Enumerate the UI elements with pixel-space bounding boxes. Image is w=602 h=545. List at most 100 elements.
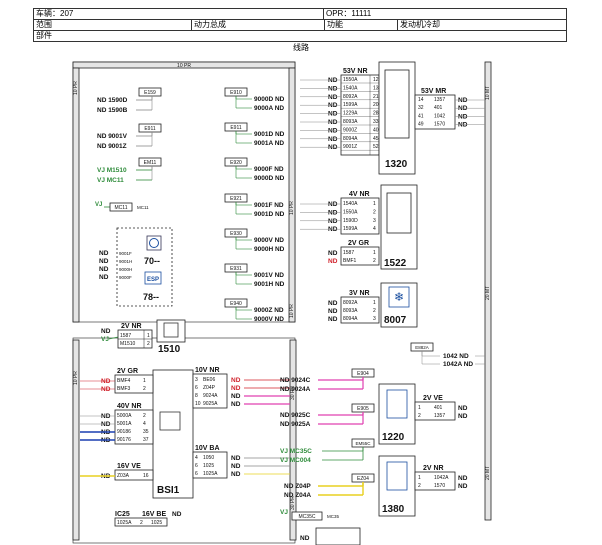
esp-wire-label: 9001F	[119, 251, 132, 256]
wire	[108, 336, 119, 340]
c1320-nd: ND	[328, 94, 338, 101]
c1522-nd: ND	[328, 201, 338, 208]
esp-nd-label: ND	[99, 258, 109, 265]
c1320-nd: ND	[328, 102, 338, 109]
splice-box-E911	[138, 123, 162, 133]
scope-label: 范围	[36, 20, 52, 29]
c1320-pin: 20	[373, 102, 379, 108]
mid-strip-2	[289, 339, 297, 541]
bsi-left-conn: 40V NR	[117, 403, 142, 410]
bsi-left-nd: ND	[101, 378, 111, 385]
c1320-pin: 12	[373, 77, 379, 83]
bsi-left-wire: Z03A	[117, 473, 130, 479]
mid-splice-id: E921	[230, 196, 242, 202]
c1320-right-nd: ND	[458, 105, 468, 112]
esp-dashed-box	[116, 227, 173, 307]
c1522-pin: 1	[373, 201, 376, 207]
bsi-left-pin: 37	[143, 437, 149, 443]
bsi-right-wire: 9024A	[203, 393, 218, 399]
pink-splice-wire: ND 9025A	[280, 421, 311, 428]
mc11-box	[109, 202, 133, 212]
c1320-nd: ND	[328, 85, 338, 92]
splice-id-EM11: EM11	[144, 160, 157, 166]
bsi-left-pin: 1	[143, 378, 146, 384]
bsi-right-wire: BE06	[203, 377, 215, 383]
mid-splice-wire: 9001F ND	[254, 202, 284, 209]
c1320-pin: 52	[373, 144, 379, 150]
bsi-left-conn: 16V VE	[117, 463, 141, 470]
bsi-right-nd: ND	[231, 471, 241, 478]
header-row-2: 范围 动力总成 功能 发动机冷却	[34, 19, 566, 30]
bsi-left-wire: BMF4	[117, 378, 131, 384]
bsi-bottom-nd: ND	[172, 511, 182, 518]
bsi-bottom-pin: 2	[140, 520, 143, 526]
c1320-nd: ND	[328, 144, 338, 151]
bsi-right-pin: 4	[195, 455, 198, 461]
c8007-wire: 8092A	[343, 300, 358, 306]
bsi-right-wire: Z04P	[203, 385, 216, 391]
mid-splice-wire: 9000F ND	[254, 166, 284, 173]
bsi-right-wire: 1025	[203, 463, 214, 469]
c1320-right-conn: 53V MR	[421, 88, 446, 95]
c1220-wire: 401	[434, 405, 443, 411]
c1220-nd: ND	[458, 405, 468, 412]
c1380-pin: 2	[418, 483, 421, 489]
bsi-right-nd: ND	[231, 377, 241, 384]
mc11-box-label: MC11	[115, 205, 128, 211]
bsi-right-pin: 8	[195, 393, 198, 399]
bsi-bottom-wire: 1025A	[117, 520, 132, 526]
mid-splice-wire: 9000A ND	[254, 105, 284, 112]
c1320-right-wire: 401	[434, 105, 443, 111]
c1522-conn: 4V NR	[349, 191, 370, 198]
c1510-vj: VJ	[101, 336, 109, 343]
bsi-right-pin: 6	[195, 471, 198, 477]
esp-wire-label: 9000H	[119, 267, 132, 272]
splice-box-E159	[138, 87, 162, 97]
splice-id-E159: E159	[144, 90, 156, 96]
bsi-left-nd: ND	[101, 413, 111, 420]
esp-code-2: 78--	[143, 292, 159, 302]
esp-icon-box	[144, 271, 162, 285]
pink-splice-wire: ND 9024C	[280, 377, 311, 384]
c8007-conn: 3V NR	[349, 290, 370, 297]
c1522-conn2: 2V GR	[348, 240, 369, 247]
c1220-wire: 1357	[434, 413, 445, 419]
bsi-bottom-c2: 16V BE	[142, 511, 166, 518]
strip-label-left2: 10 PR	[73, 371, 79, 385]
c1320-right-pin: 49	[418, 122, 424, 128]
c8007-nd: ND	[328, 316, 338, 323]
left-strip-2	[72, 339, 80, 541]
c1320-wire: 1540A	[343, 85, 358, 91]
c1220-code: 1220	[382, 432, 405, 443]
esp-wire-label: 9000F	[119, 275, 132, 280]
c1380-code: 1380	[382, 504, 405, 515]
c1510-nd: ND	[101, 328, 111, 335]
pink-splice-wire: ND 9025C	[280, 412, 311, 419]
e882a-wire: 1042A ND	[443, 361, 473, 368]
c1522-pin: 3	[373, 218, 376, 224]
green-splice-wire: VJ MC35C	[280, 448, 312, 455]
c1380-nd: ND	[458, 475, 468, 482]
mid-strip	[288, 67, 296, 323]
c8007-nd: ND	[328, 300, 338, 307]
bsi-left-table	[114, 374, 154, 394]
c1522-pin2: 2	[373, 258, 376, 264]
c1522-wire: 1540A	[343, 201, 358, 207]
c8007-pin: 3	[373, 316, 376, 322]
bsi-right-wire: 1025A	[203, 471, 218, 477]
mid-splice-wire: 9000D ND	[254, 96, 285, 103]
c1522-wire: 1590D	[343, 218, 358, 224]
splice-wire-label: ND 1590B	[97, 107, 128, 114]
c1510-pin: 1	[147, 333, 150, 339]
c8007-icon	[388, 286, 410, 308]
c1320-right-pin: 32	[418, 105, 424, 111]
function-label: 功能	[324, 20, 397, 30]
bsi-left-wire: 90186	[117, 429, 131, 435]
c18v-box	[315, 527, 361, 545]
c1522-nd: ND	[328, 226, 338, 233]
bsi-right-pin: 10	[195, 401, 201, 407]
mid-splice-wire: 9001D ND	[254, 131, 285, 138]
strip-label-mid4: 30 PR	[290, 386, 296, 400]
right-strip	[484, 61, 492, 521]
c1320-wire: 8092A	[343, 94, 358, 100]
